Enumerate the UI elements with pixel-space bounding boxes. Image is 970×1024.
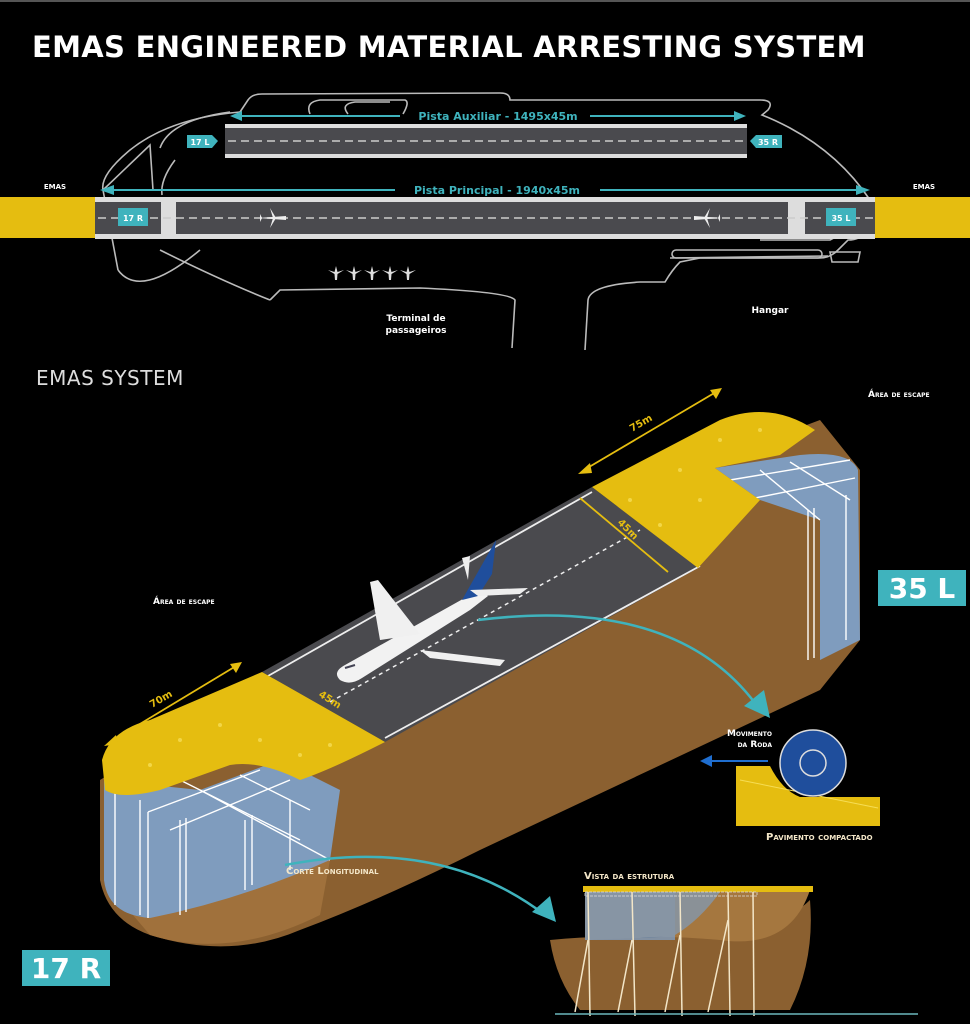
parked-aircraft-group xyxy=(328,266,416,280)
terminal-label-2: passageiros xyxy=(386,326,447,336)
callout-arrows xyxy=(284,614,762,916)
emas-right-label: EMAS xyxy=(913,183,935,191)
airport-plan-labels: Pista Auxiliar - 1495x45m Pista Principa… xyxy=(44,110,935,336)
structure-view-detail xyxy=(550,886,918,1017)
aux-runway xyxy=(225,124,747,158)
main-runway xyxy=(95,197,875,239)
structure-view-label: Vista da estrutura xyxy=(584,871,675,882)
tag-17r: 17 R xyxy=(123,214,143,223)
emas-bed-right xyxy=(592,412,815,568)
compacted-pavement-label: Pavimento compactado xyxy=(766,832,873,843)
arrow-head-wheel xyxy=(744,690,770,718)
wheel-motion-label-2: da Roda xyxy=(737,740,772,750)
emas-system-heading: EMAS SYSTEM xyxy=(36,366,184,390)
emas-bed-left xyxy=(102,672,385,795)
tag-35l: 35 L xyxy=(831,214,850,223)
aux-runway-label: Pista Auxiliar - 1495x45m xyxy=(418,110,577,123)
arrow-head-structure xyxy=(532,896,556,922)
escape-area-left: Área de escape xyxy=(153,597,215,607)
main-runway-label: Pista Principal - 1940x45m xyxy=(414,184,580,197)
airplane-iso xyxy=(336,540,528,683)
runway-end-tags xyxy=(118,135,856,226)
title-bar: EMAS ENGINEERED MATERIAL ARRESTING SYSTE… xyxy=(0,0,970,88)
emas-left-label: EMAS xyxy=(44,183,66,191)
runway-dimension-arrows xyxy=(100,111,870,195)
runway-tag-35l: 35 L xyxy=(878,570,966,606)
runway-surface-isometric xyxy=(262,487,698,742)
emas-zone-left xyxy=(0,197,95,238)
dim-left-length: 70m xyxy=(148,689,175,711)
escape-area-right: Área de escape xyxy=(868,390,930,400)
terminal-label-1: Terminal de xyxy=(386,314,445,324)
wheel-detail xyxy=(700,729,880,826)
page-title: EMAS ENGINEERED MATERIAL ARRESTING SYSTE… xyxy=(32,30,866,64)
runway-tag-17r: 17 R xyxy=(22,950,110,986)
wheel-motion-label-1: Movimento xyxy=(726,729,772,739)
hangar-label: Hangar xyxy=(752,306,790,316)
airport-outline xyxy=(101,92,871,351)
dimension-arrows-iso xyxy=(104,388,722,746)
airplane-icon xyxy=(694,208,722,228)
emas-structure-right xyxy=(715,454,860,660)
longitudinal-cut-label: Corte Longitudinal xyxy=(286,866,379,877)
airplane-icon xyxy=(258,208,286,228)
emas-structure-left xyxy=(104,760,340,918)
emas-zone-right xyxy=(875,197,970,238)
tag-35r: 35 R xyxy=(758,138,778,147)
tag-17l: 17 L xyxy=(190,138,209,147)
